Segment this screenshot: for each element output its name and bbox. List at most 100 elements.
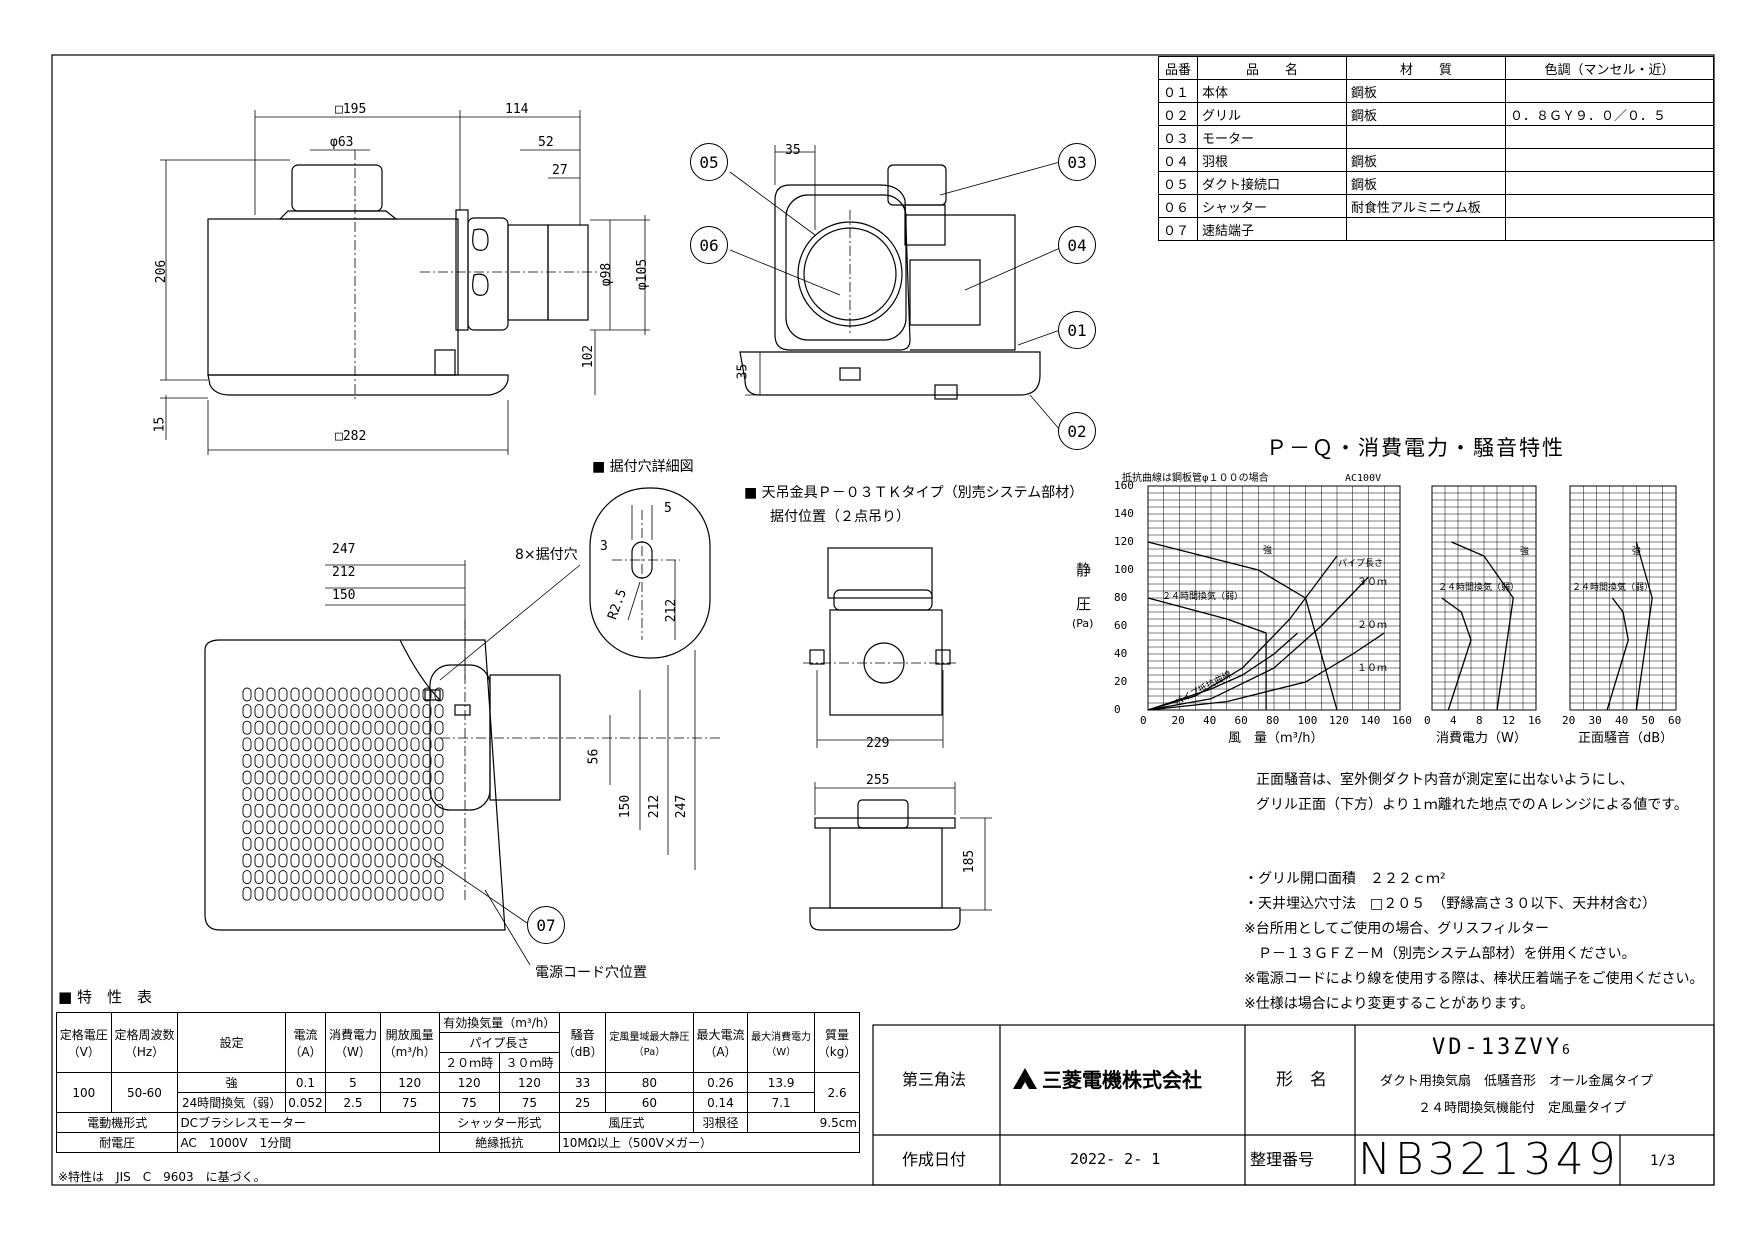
spec-title: ■ 特 性 表 (58, 988, 152, 1006)
grille-slot (386, 803, 396, 818)
page-number: 1/3 (1650, 1153, 1676, 1169)
grille-slot (350, 803, 360, 818)
grille-slot (398, 787, 408, 802)
part-name: 本体 (1197, 79, 1347, 103)
noise-value: 25 (559, 1092, 607, 1113)
grille-slot (374, 803, 384, 818)
grille-slot (326, 787, 336, 802)
grille-slot (326, 820, 336, 835)
grille-slot (386, 753, 396, 768)
x-tick-label: 30 (1588, 714, 1602, 727)
sp-value: 60 (605, 1092, 694, 1113)
series-label: ２４時間換気（弱） (1572, 583, 1654, 593)
grille-slot (254, 870, 264, 885)
table-row: 100 50-60 強 0.1 5 120 120 120 33 80 0.26… (56, 1072, 860, 1113)
grille-slot (314, 720, 324, 735)
grille-slot (386, 820, 396, 835)
grille-slot (374, 753, 384, 768)
series-label: ２４時間換気（弱） (1438, 583, 1520, 593)
grille-slot (338, 803, 348, 818)
grille-slot (398, 720, 408, 735)
grille-slot (266, 753, 276, 768)
y-tick-label: 120 (1114, 535, 1134, 548)
m30-value: 75 (498, 1092, 561, 1113)
dim-label: □282 (335, 429, 367, 444)
grille-slot (410, 720, 420, 735)
number-label: 整理番号 (1250, 1150, 1315, 1169)
grille-slot (398, 853, 408, 868)
dim-label: 56 (586, 748, 602, 765)
grille-slot (266, 704, 276, 719)
hanger-title: ■ 天吊金具Ｐ－０３ＴＫタイプ（別売システム部材） (744, 485, 1084, 501)
grille-slot (362, 737, 372, 752)
header-part-no: 品番 (1158, 56, 1198, 80)
dim-label: 206 (154, 259, 170, 284)
h-freq: 定格周波数（Hz） (110, 1012, 179, 1073)
dim-label: 150 (618, 794, 634, 819)
grille-slot (350, 687, 360, 702)
plot-frame (1569, 485, 1677, 711)
grille-slot (362, 687, 372, 702)
grille-slot (350, 787, 360, 802)
part-no: ０１ (1158, 79, 1198, 103)
dim-label: 212 (664, 598, 680, 623)
part-color: ０．８ＧＹ９．０／０．５ (1505, 102, 1714, 126)
grille-slot (398, 770, 408, 785)
grille-slot (422, 687, 432, 702)
grille-slot (410, 853, 420, 868)
part-leader-lines (431, 161, 1061, 966)
grille-slot (434, 820, 444, 835)
grille-slot (422, 787, 432, 802)
grille-slot (290, 820, 300, 835)
part-no: ０７ (1158, 217, 1198, 241)
y-tick-label: 80 (1114, 591, 1128, 604)
series-line (1441, 597, 1472, 711)
maxpow-value: 7.1 (747, 1092, 816, 1113)
grille-slot (398, 704, 408, 719)
grille-slot (242, 870, 252, 885)
grille-slot (350, 737, 360, 752)
dim-label: 5 (664, 501, 672, 516)
grille-slot (350, 853, 360, 868)
x-tick-label: 0 (1140, 714, 1147, 727)
grille-slot (302, 787, 312, 802)
dim-label: 229 (866, 736, 890, 751)
callout-06: 06 (690, 226, 728, 264)
note-line: Ｐ－１３ＧＦＺ－Ｍ（別売システム部材）を併用ください。 (1244, 946, 1636, 962)
part-name: シャッター (1197, 194, 1347, 218)
grille-slot (422, 737, 432, 752)
spec-header-row: パイプ長さ (57, 1032, 860, 1053)
side-view-dimensions (745, 145, 851, 396)
part-name: グリル (1197, 102, 1347, 126)
grille-slot (374, 704, 384, 719)
grille-slot (242, 720, 252, 735)
grille-slot (278, 770, 288, 785)
x-label: 消費電力（W） (1436, 731, 1527, 746)
setting-value: 24時間換気（弱） (177, 1092, 286, 1113)
grille-slot (302, 737, 312, 752)
grille-slot (326, 704, 336, 719)
grille-slot (326, 737, 336, 752)
grille-slot (386, 870, 396, 885)
part-material (1346, 125, 1506, 149)
series-line (1635, 541, 1653, 711)
pq-chart (1147, 485, 1401, 711)
m20-value: 120 (438, 1072, 500, 1093)
grille-slot (398, 737, 408, 752)
x-tick-label: 8 (1476, 714, 1483, 727)
grille-slot (314, 820, 324, 835)
h-power: 消費電力（W） (325, 1012, 381, 1073)
grille-slot (338, 770, 348, 785)
grille-slot (278, 720, 288, 735)
grille-slot (422, 720, 432, 735)
x-tick-label: 60 (1234, 714, 1248, 727)
grille-slot (338, 687, 348, 702)
parts-table-header: 品番 品 名 材 質 色調（マンセル・近） (1158, 56, 1714, 80)
grille-slot (338, 820, 348, 835)
grille-slot (434, 770, 444, 785)
part-material: 鋼板 (1346, 171, 1506, 195)
grille-slot (326, 720, 336, 735)
openflow-value: 120 (379, 1072, 440, 1093)
